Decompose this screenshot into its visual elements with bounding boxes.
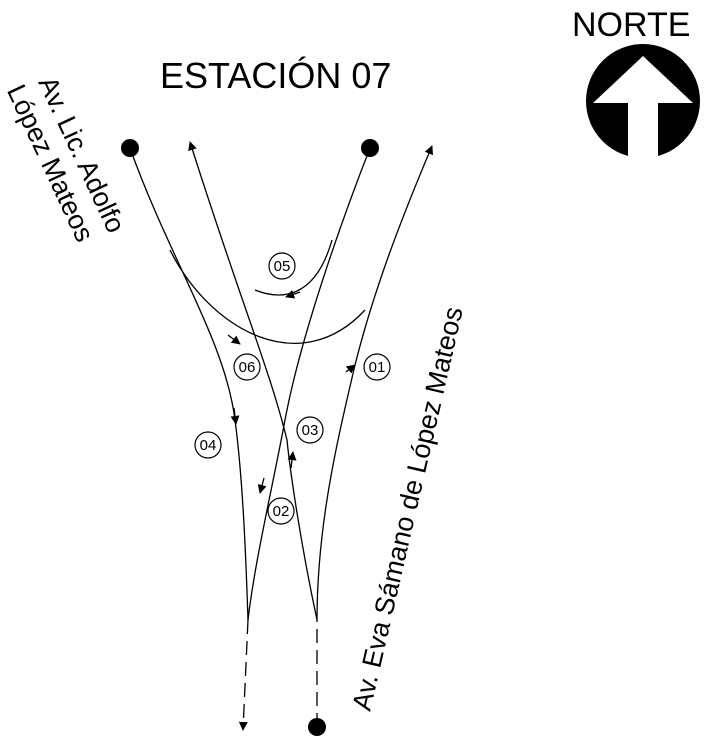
- movement-label-03: 03: [302, 422, 319, 439]
- movement-label-02: 02: [273, 503, 290, 520]
- movement-badge-04: 04: [194, 431, 222, 459]
- movement-badge-06: 06: [233, 353, 261, 381]
- street-label-adolfo: Av. Lic. Adolfo López Mateos: [1, 72, 131, 246]
- movement-02-path: [247, 147, 371, 621]
- movement-03-path: [188, 141, 318, 621]
- movement-badge-03: 03: [296, 416, 324, 444]
- movement-02-arrow: [257, 477, 267, 494]
- movement-label-04: 04: [200, 437, 217, 454]
- movement-badge-01: 01: [363, 353, 391, 381]
- movement-02-path-tail: [238, 619, 249, 731]
- movement-05-arrow: [285, 290, 301, 299]
- movement-01-path: [316, 145, 433, 621]
- movement-label-01: 01: [369, 359, 386, 376]
- movement-06-arrow: [227, 334, 241, 345]
- movement-04-arrow: [230, 407, 240, 425]
- station-title: ESTACIÓN 07: [160, 55, 391, 96]
- movement-badge-05: 05: [268, 252, 296, 280]
- north-arrow-icon: [593, 56, 693, 158]
- movement-badge-02: 02: [267, 497, 295, 525]
- movement-01-arrow: [345, 364, 356, 374]
- movement-label-06: 06: [239, 359, 256, 376]
- movement-label-05: 05: [274, 258, 291, 275]
- movement-05-path: [254, 239, 333, 296]
- movement-04-path: [129, 147, 249, 621]
- north-indicator: NORTE: [572, 6, 700, 158]
- movement-06-path: [169, 249, 366, 344]
- movement-03-arrow: [287, 451, 297, 469]
- north-label: NORTE: [572, 6, 690, 44]
